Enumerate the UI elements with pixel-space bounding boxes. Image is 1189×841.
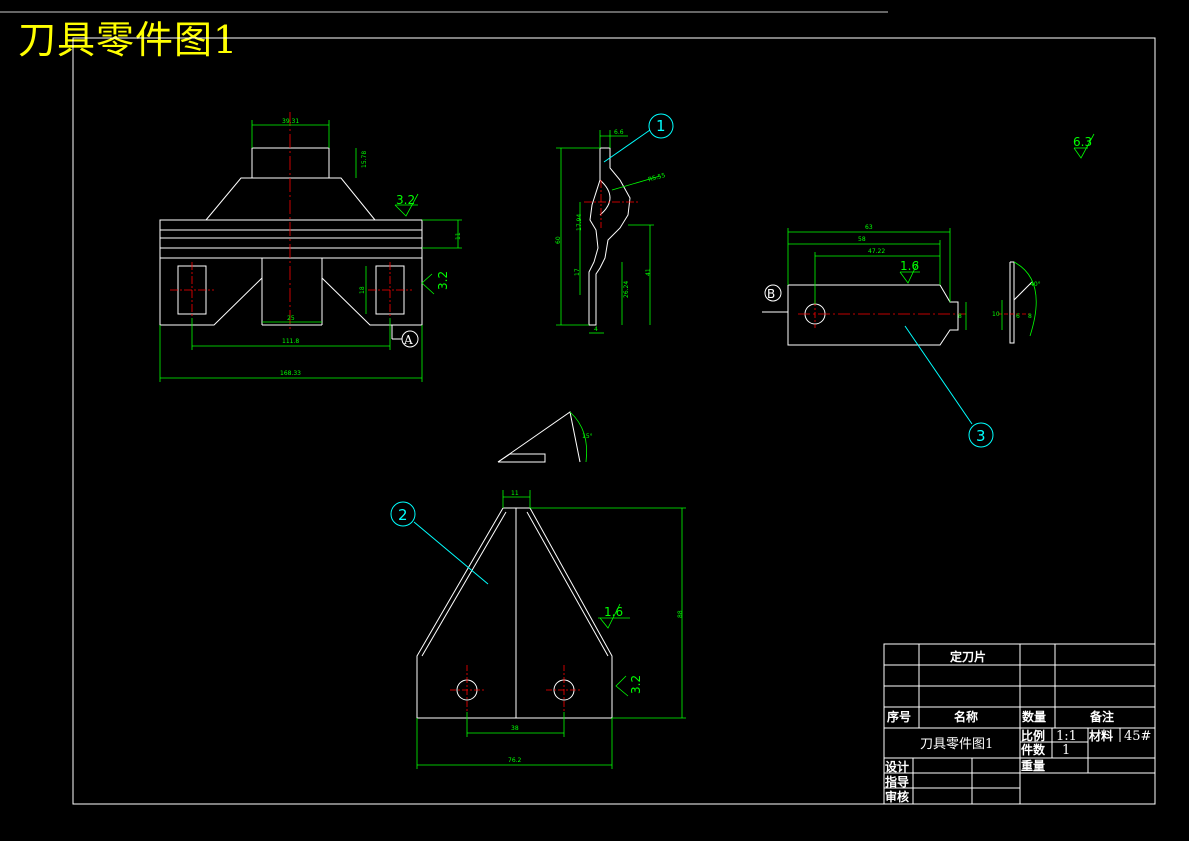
dim-side-thickness: 6.6 <box>614 129 624 136</box>
dim-bar-total: 63 <box>865 224 873 231</box>
drawing-title: 刀具零件图1 <box>18 18 239 62</box>
datum-a-label: A <box>403 333 413 347</box>
tb-col-qty: 数量 <box>1022 709 1046 724</box>
tb-guide-label: 指导 <box>885 774 909 789</box>
dim-blade-top: 11 <box>511 490 519 497</box>
tb-scale-label: 比例 <box>1021 728 1045 743</box>
dim-end-1: 10 <box>992 311 1000 318</box>
blade-view: 11 88 38 76.2 1.6 3.2 <box>416 490 686 769</box>
dim-side-radius: R5.55 <box>647 172 666 183</box>
dim-side-seg2: 17 <box>574 268 581 276</box>
roughness-symbol: 1.6 <box>900 259 919 273</box>
side-view: 60 17.94 17 26.24 41 4 6.6 R5.55 <box>555 129 666 334</box>
dim-end-3: 8 <box>1028 313 1032 320</box>
datum-b-label: B <box>767 287 775 301</box>
tb-weight-label: 重量 <box>1021 758 1045 773</box>
bar-view: 63 58 47.22 8 1.6 B 40° 10 6 8 <box>762 224 1041 346</box>
tb-count-value: 1 <box>1062 743 1070 758</box>
dim-end-2: 6 <box>1016 313 1020 320</box>
tb-col-seq: 序号 <box>887 709 911 724</box>
sheet-border <box>0 11 1156 805</box>
dim-top-width: 39.31 <box>282 118 299 125</box>
dim-hole-span: 111.8 <box>282 338 299 345</box>
dim-bar-mid: 58 <box>858 236 866 243</box>
dim-blade-hole-span: 38 <box>511 725 519 732</box>
tb-col-note: 备注 <box>1089 709 1114 724</box>
dim-bar-inner: 47.22 <box>868 248 885 255</box>
dim-wedge-angle: 15° <box>582 433 593 440</box>
dim-end-angle: 40° <box>1030 281 1041 288</box>
tb-material-label: 材料 <box>1088 728 1113 743</box>
dim-side-seg1: 17.94 <box>576 214 583 231</box>
dim-right-height: 11 <box>455 232 462 240</box>
dim-blade-width: 76.2 <box>508 757 522 764</box>
tb-drawing-name: 刀具零件图1 <box>920 737 993 752</box>
tb-count-label: 件数 <box>1021 742 1046 757</box>
roughness-symbol: 1.6 <box>604 605 623 619</box>
balloon-1: 1 <box>656 117 666 135</box>
dim-slot-height: 18 <box>359 286 366 294</box>
dim-side-bottom: 4 <box>594 326 598 333</box>
dim-side-total: 60 <box>555 236 562 244</box>
title-block <box>883 643 1156 805</box>
roughness-symbol: 3.2 <box>436 271 450 290</box>
roughness-symbol: 6.3 <box>1073 135 1092 149</box>
general-roughness: 6.3 <box>1073 133 1095 159</box>
front-view: 39.31 15.78 11 18 25 111.8 168.33 3.2 3.… <box>159 112 462 382</box>
dim-blade-height: 88 <box>677 610 684 618</box>
balloon-leaders <box>390 113 994 585</box>
tb-col-name: 名称 <box>954 709 978 724</box>
wedge-detail: 15° <box>497 411 593 463</box>
tb-designer-label: 设计 <box>885 759 909 774</box>
tb-review-label: 审核 <box>885 789 909 804</box>
roughness-symbol: 3.2 <box>396 193 415 207</box>
dim-bar-right: 8 <box>958 313 962 320</box>
tb-scale-value: 1:1 <box>1056 729 1077 744</box>
balloon-3: 3 <box>976 427 986 445</box>
dim-top-height: 15.78 <box>361 151 368 168</box>
roughness-symbol: 3.2 <box>629 675 643 694</box>
tb-part-name: 定刀片 <box>950 649 986 664</box>
dim-overall-width: 168.33 <box>280 370 301 377</box>
balloon-2: 2 <box>398 506 408 524</box>
dim-side-lower: 26.24 <box>623 281 630 298</box>
dim-side-right: 41 <box>645 268 652 276</box>
dim-center-width: 25 <box>287 315 295 322</box>
tb-material-value: 45# <box>1124 729 1151 744</box>
